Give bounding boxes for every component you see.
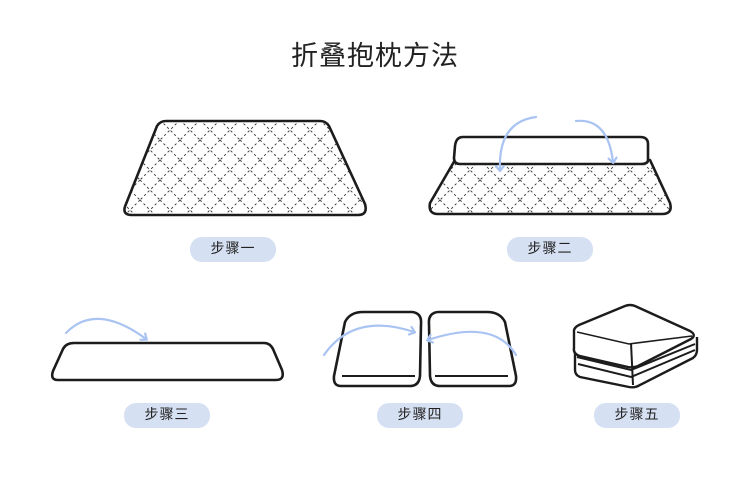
step-four-illustration: [322, 310, 518, 388]
step-one-illustration: [123, 119, 367, 217]
step-three-label: 步骤三: [124, 403, 210, 428]
step-five-illustration: [572, 303, 699, 389]
step-four-label: 步骤四: [377, 403, 463, 428]
step-five-label: 步骤五: [594, 403, 680, 428]
step-three-illustration: [50, 317, 285, 382]
page-title: 折叠抱枕方法: [291, 41, 459, 72]
step-two-label: 步骤二: [507, 237, 593, 262]
step-two-illustration: [428, 115, 672, 216]
step-one-label: 步骤一: [190, 237, 276, 262]
